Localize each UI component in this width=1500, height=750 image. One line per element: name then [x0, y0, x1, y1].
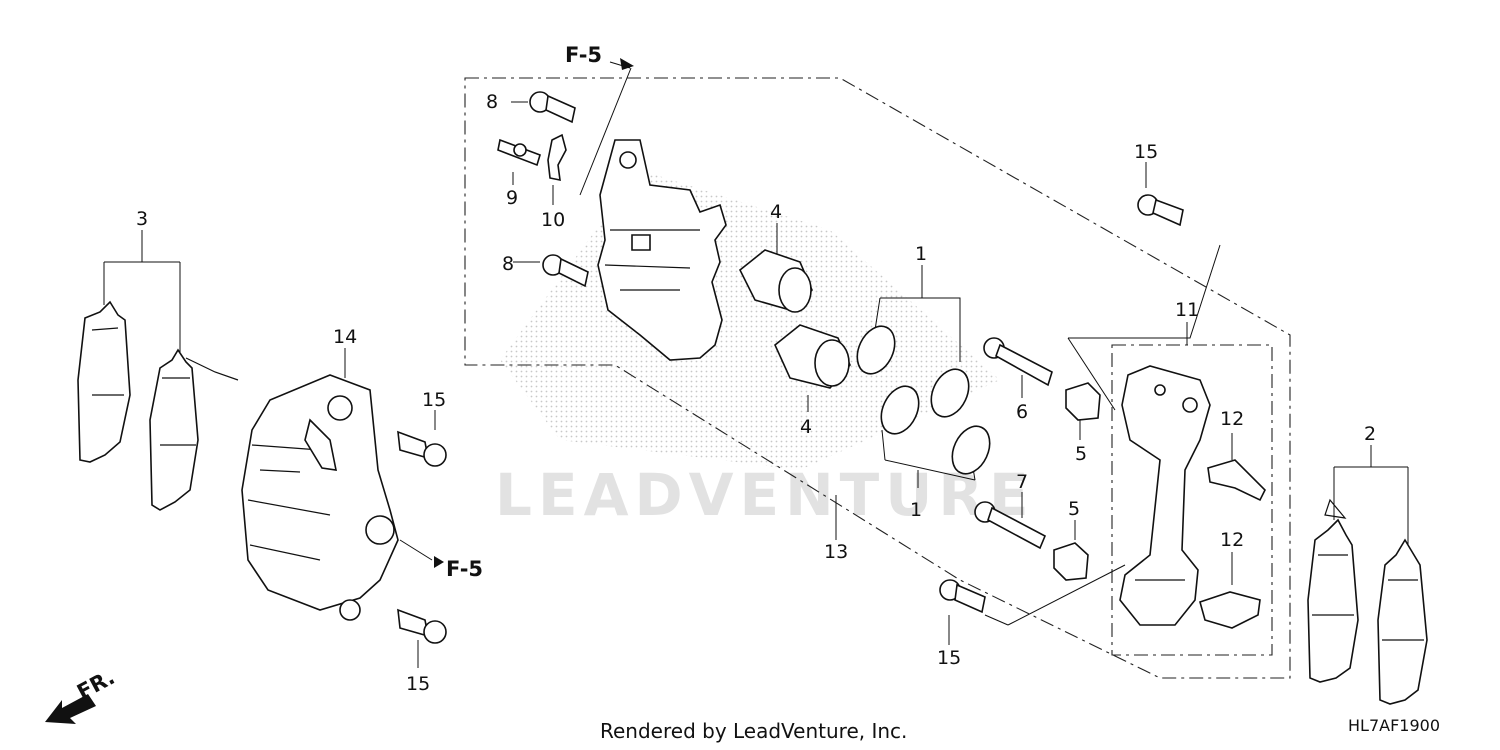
callout-15b: 15 — [406, 673, 430, 695]
callout-4a: 4 — [770, 201, 782, 223]
callout-12b: 12 — [1220, 529, 1244, 551]
pin-boot-upper — [1065, 382, 1101, 421]
credit-text: Rendered by LeadVenture, Inc. — [600, 719, 907, 743]
callout-2: 2 — [1364, 423, 1376, 445]
leader-lines — [103, 61, 1409, 668]
pad-retainer-upper — [1207, 459, 1266, 502]
front-direction-arrow: FR. — [45, 665, 119, 724]
bolt-15-bottom-right — [939, 579, 986, 614]
callout-14: 14 — [333, 326, 357, 348]
callout-8b: 8 — [502, 253, 514, 275]
ref-f5-right: F-5 — [446, 557, 483, 581]
assembly-outlines — [464, 77, 1291, 679]
bleeder-screw — [497, 138, 541, 167]
callout-5b: 5 — [1068, 498, 1080, 520]
caliper-bracket — [1119, 365, 1211, 626]
slide-pin-6 — [983, 337, 1053, 387]
brake-pad-set-left — [77, 300, 239, 511]
brake-pad-set-right — [1307, 498, 1428, 705]
callout-8a: 8 — [486, 91, 498, 113]
callout-10: 10 — [541, 209, 565, 231]
caliper-body — [597, 139, 727, 361]
watermark-text: LEADVENTURE — [495, 461, 1035, 529]
piston-upper — [738, 249, 813, 313]
callout-7: 7 — [1016, 471, 1028, 493]
callout-4b: 4 — [800, 416, 812, 438]
callout-9: 9 — [506, 187, 518, 209]
callout-1b: 1 — [910, 499, 922, 521]
pin-boot-lower — [1053, 542, 1089, 581]
callout-5a: 5 — [1075, 443, 1087, 465]
callout-15a: 15 — [422, 389, 446, 411]
bolt-8-upper — [529, 91, 576, 124]
ref-arrow-right — [434, 556, 444, 568]
callout-15d: 15 — [1134, 141, 1158, 163]
callout-11: 11 — [1175, 299, 1199, 321]
callout-3: 3 — [136, 208, 148, 230]
bleeder-cap — [547, 133, 567, 182]
caliper-assembly — [241, 374, 399, 621]
slide-pin-7 — [974, 501, 1047, 550]
bolt-15-upper — [397, 430, 447, 467]
callout-13: 13 — [824, 541, 848, 563]
bolt-8-lower — [542, 254, 589, 288]
callout-12a: 12 — [1220, 408, 1244, 430]
pad-retainer-lower — [1199, 591, 1261, 629]
bolt-15-lower — [397, 608, 447, 644]
ref-f5-top: F-5 — [565, 43, 602, 67]
callout-6: 6 — [1016, 401, 1028, 423]
ref-arrow-top — [620, 58, 634, 70]
bolt-15-top-right — [1137, 194, 1184, 227]
piston-lower — [774, 324, 851, 389]
diagram-code: HL7AF1900 — [1348, 716, 1440, 735]
callout-15c: 15 — [937, 647, 961, 669]
callout-1a: 1 — [915, 243, 927, 265]
piston-seals — [856, 325, 991, 475]
